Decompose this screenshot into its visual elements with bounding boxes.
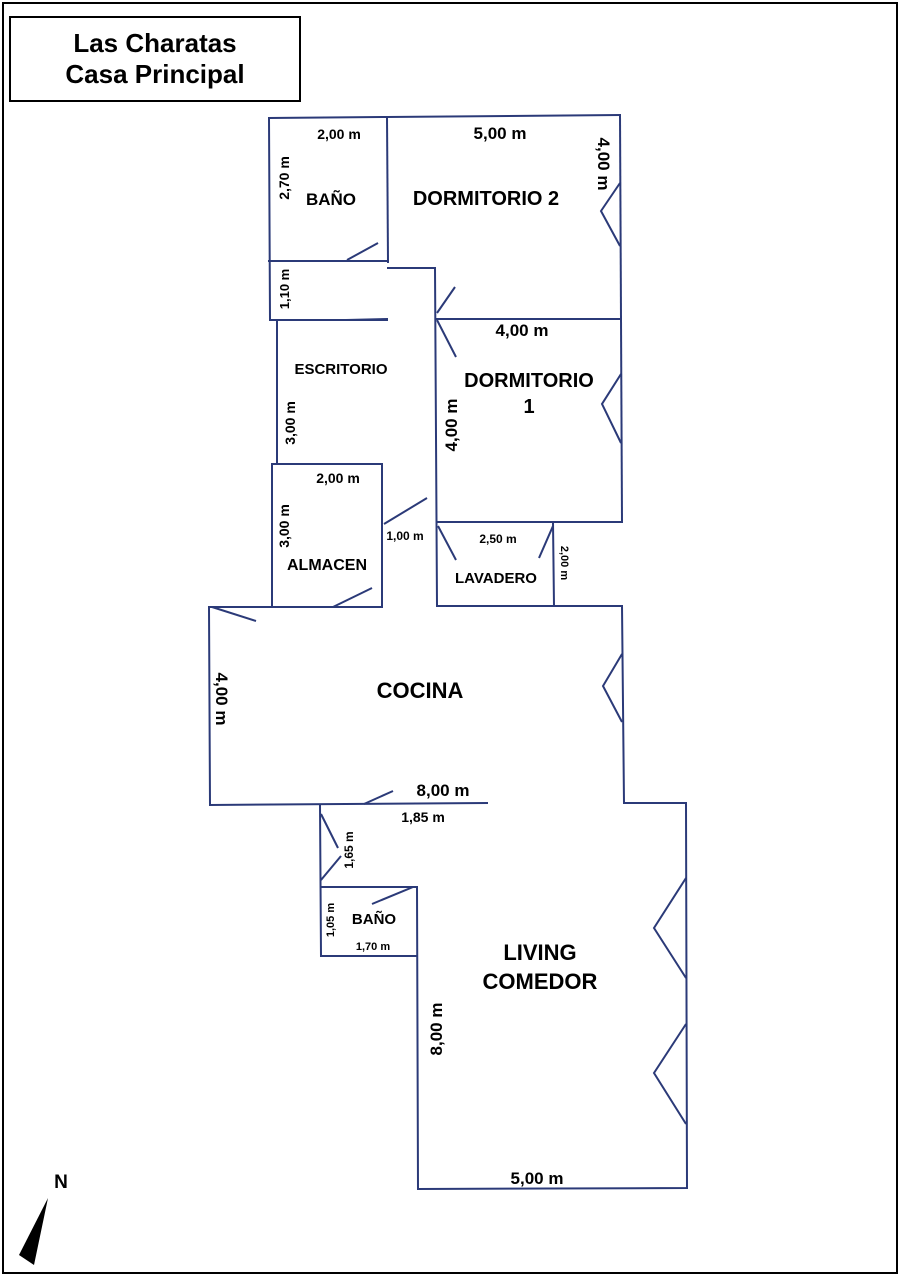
door-escritorio	[345, 318, 389, 321]
room-label-dormitorio-2: DORMITORIO 2	[413, 188, 559, 210]
dim-dormitorio-2-height: 4,00 m	[594, 138, 613, 191]
title-line-1: Las Charatas	[73, 28, 237, 58]
room-label-escritorio: ESCRITORIO	[294, 361, 387, 378]
door-bano-2	[371, 886, 414, 905]
dim-hall-width: 1,00 m	[386, 529, 423, 543]
door-dormitorio-1	[436, 319, 457, 358]
wall-almacen	[271, 463, 383, 608]
wall-hall-left	[318, 803, 323, 958]
door-hall-bano	[320, 813, 339, 849]
window-cocina	[601, 653, 623, 723]
room-label-living-line1: LIVING	[503, 940, 576, 965]
room-label-dormitorio-1-line2: 1	[523, 396, 534, 418]
dim-bano-1-height: 2,70 m	[276, 156, 292, 200]
dim-dormitorio-1-height: 4,00 m	[442, 399, 461, 452]
title-line-2: Casa Principal	[65, 59, 245, 89]
wall-cocina-right	[436, 605, 687, 804]
dim-lavadero-width: 2,50 m	[479, 532, 516, 546]
room-label-living-line2: COMEDOR	[483, 969, 598, 994]
wall-dormitorio-2-step	[387, 267, 439, 608]
door-bano-1	[346, 242, 379, 261]
door-hall	[383, 497, 428, 525]
wall-dormitorio-2-top	[385, 113, 622, 119]
dim-almacen-height: 3,00 m	[276, 504, 292, 548]
room-label-bano-2: BAÑO	[352, 910, 396, 928]
door-cocina-living	[363, 790, 394, 805]
dim-dormitorio-1-width: 4,00 m	[496, 321, 549, 340]
dim-living-width: 5,00 m	[511, 1169, 564, 1188]
dim-bano-2-height: 1,05 m	[325, 903, 337, 937]
door-lavadero-left	[437, 525, 457, 561]
dim-hall-bano-width: 1,85 m	[401, 809, 445, 825]
north-arrow: N	[19, 1172, 68, 1265]
title-block: Las Charatas Casa Principal	[9, 16, 301, 102]
dim-bano-1-width: 2,00 m	[317, 126, 361, 142]
wall-bano-1-right	[385, 115, 390, 264]
window-living-1	[652, 877, 687, 979]
dim-passage-height: 1,10 m	[277, 269, 292, 309]
north-label: N	[54, 1172, 68, 1193]
door-dormitorio-2	[436, 286, 456, 314]
room-label-almacen: ALMACEN	[287, 557, 367, 574]
window-dormitorio-1	[600, 373, 622, 444]
wall-cocina	[207, 606, 489, 807]
room-label-cocina: COCINA	[377, 678, 464, 703]
north-arrow-icon	[19, 1198, 48, 1265]
room-label-lavadero: LAVADERO	[455, 570, 537, 587]
door-lavadero-right	[538, 525, 554, 559]
window-dormitorio-2	[599, 182, 621, 247]
room-label-dormitorio-1-line1: DORMITORIO	[464, 370, 594, 392]
door-and-window-marks	[211, 182, 687, 1125]
door-almacen	[332, 587, 373, 608]
door-cocina	[211, 606, 257, 622]
dim-cocina-height: 4,00 m	[212, 673, 231, 726]
dim-almacen-width: 2,00 m	[316, 470, 360, 486]
dim-bano-2-width: 1,70 m	[356, 941, 390, 953]
wall-bano-1	[267, 115, 389, 321]
dim-hall-bano-height: 1,65 m	[342, 831, 356, 868]
dim-dormitorio-2-width: 5,00 m	[474, 124, 527, 143]
window-living-2	[652, 1023, 687, 1125]
door-hall-bano-2	[320, 855, 342, 881]
walls	[207, 113, 689, 1191]
dim-lavadero-height: 2,00 m	[558, 546, 570, 580]
dim-living-height: 8,00 m	[427, 1003, 446, 1056]
wall-living	[415, 801, 689, 1191]
dim-cocina-width: 8,00 m	[417, 781, 470, 800]
room-label-bano-1: BAÑO	[306, 189, 356, 209]
dim-escritorio-height: 3,00 m	[282, 401, 298, 445]
wall-lavadero-right	[551, 520, 556, 608]
